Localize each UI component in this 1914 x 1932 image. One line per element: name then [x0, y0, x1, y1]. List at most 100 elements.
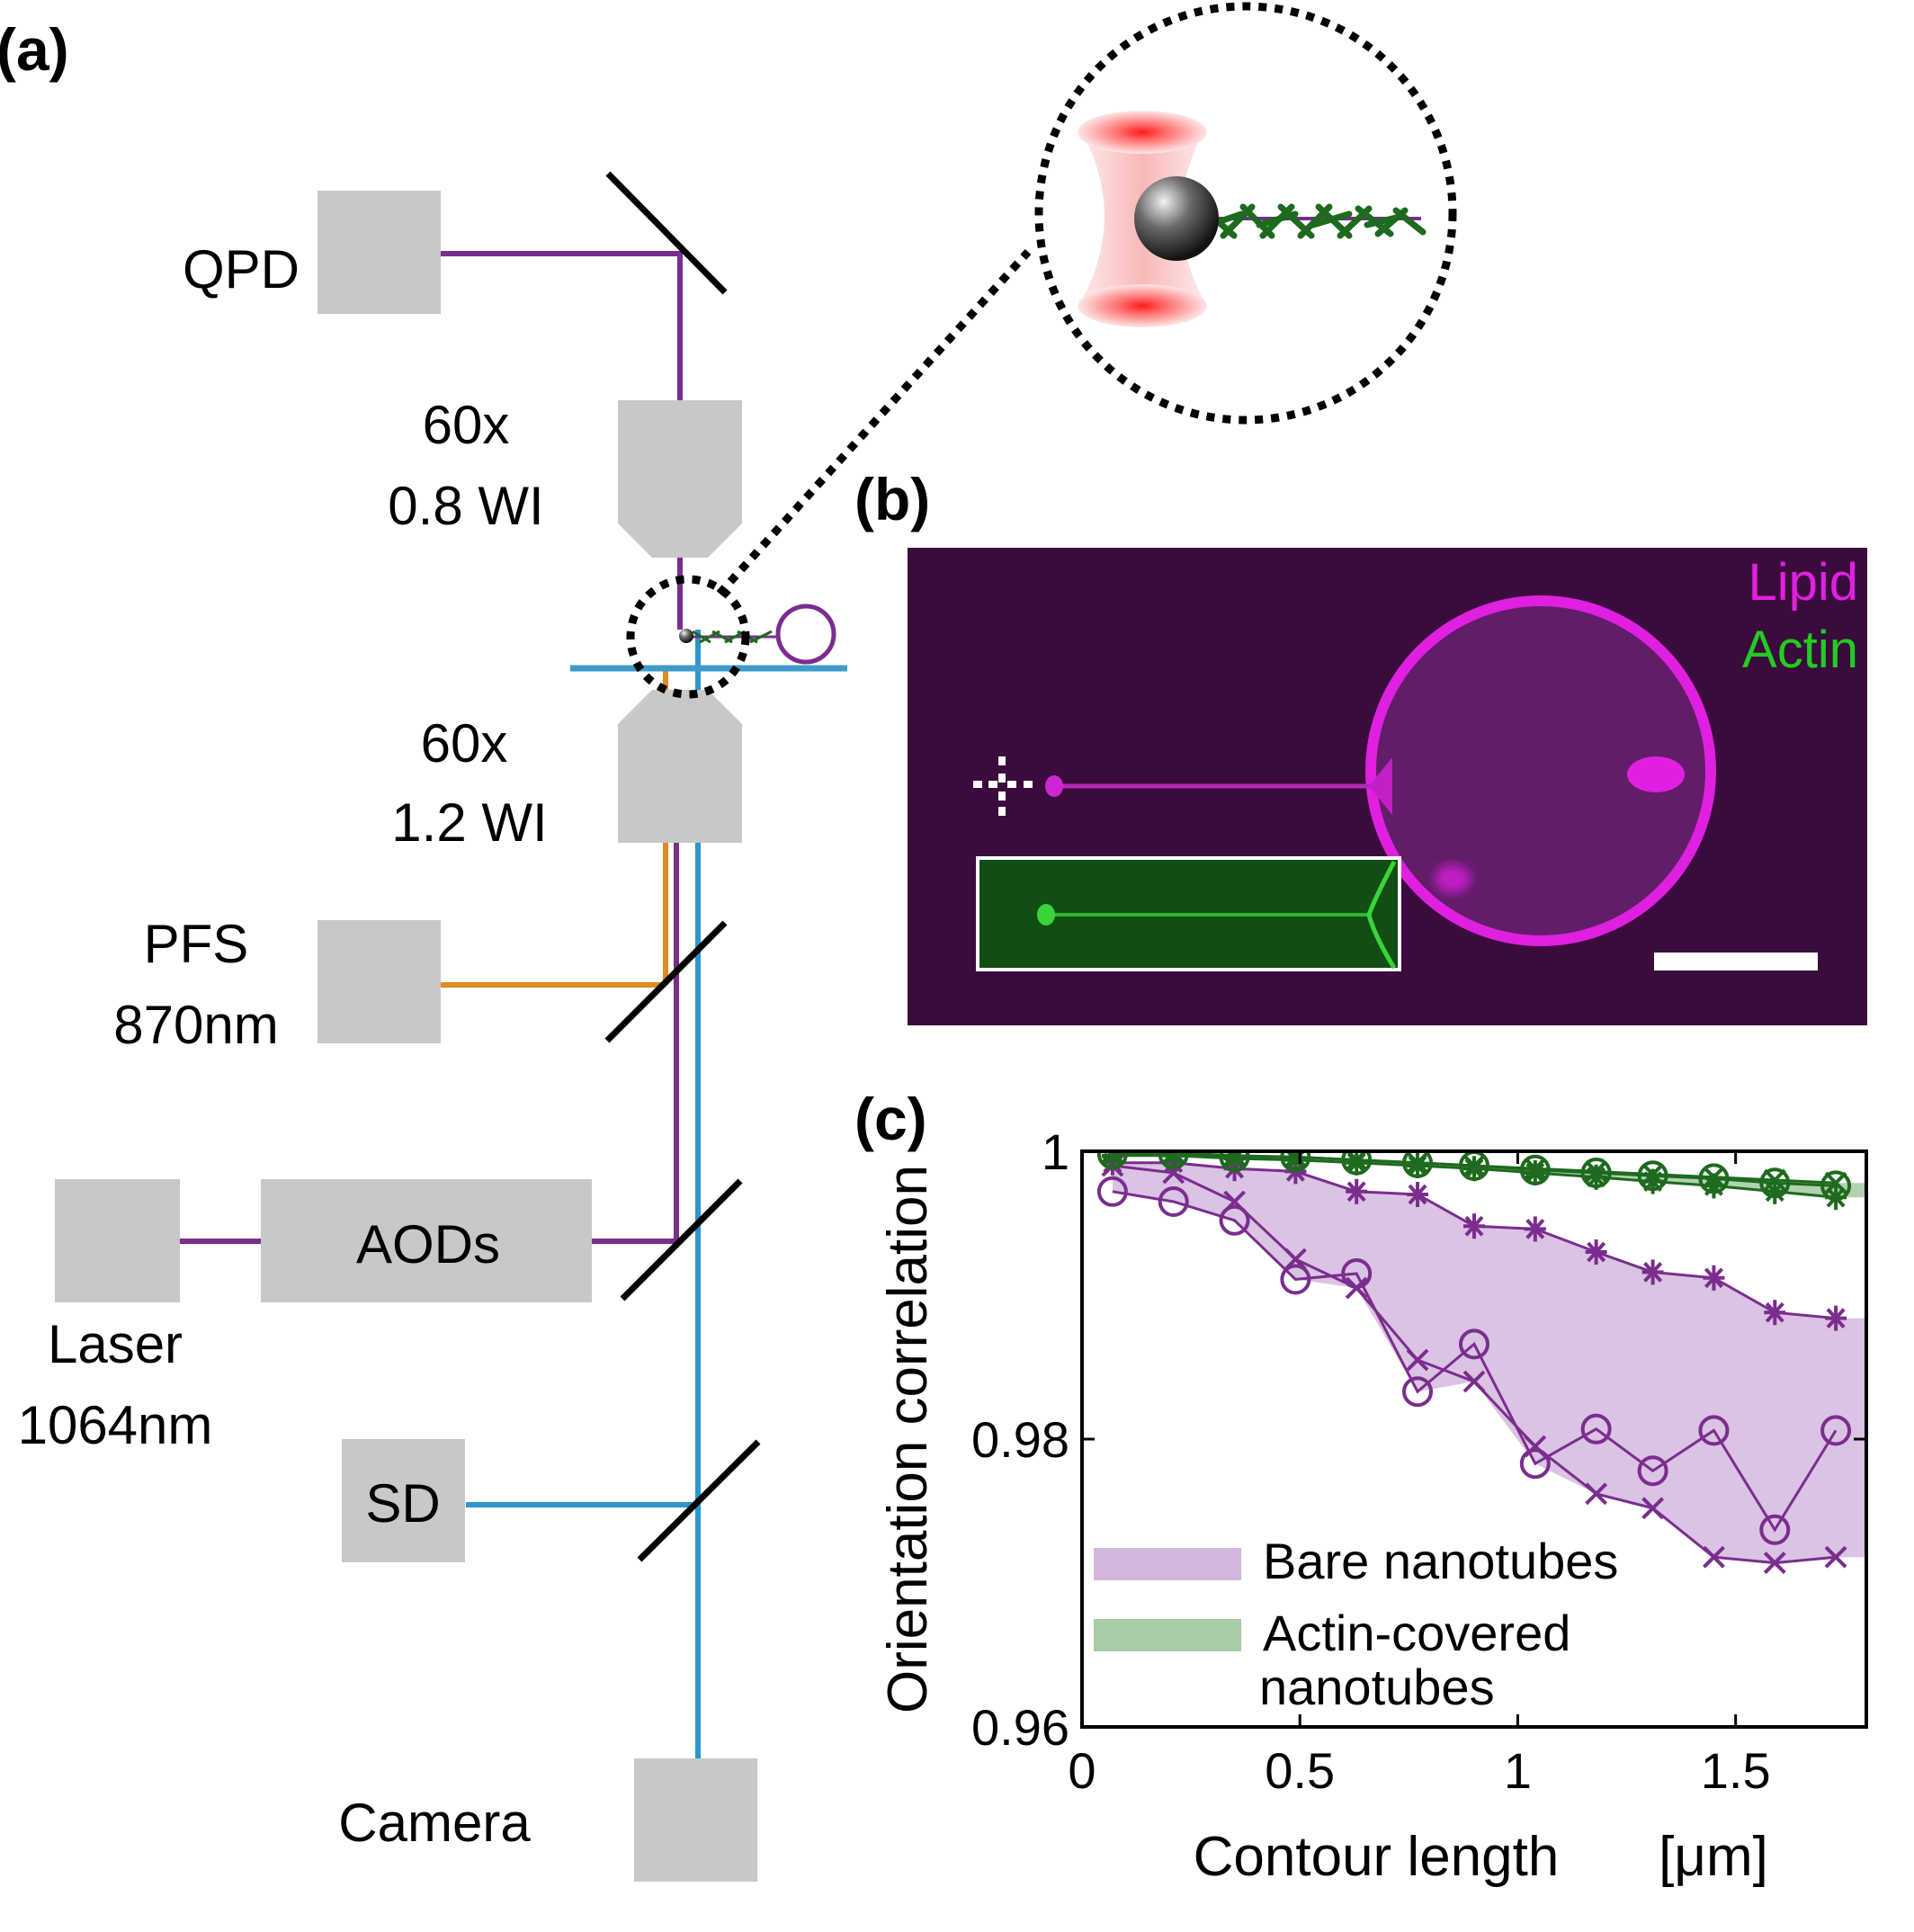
- data-point-0-0: [1096, 1176, 1128, 1207]
- chart-bands: [1112, 1152, 1866, 1563]
- data-point-1-7: [1524, 1435, 1547, 1458]
- dichroic-aods: [620, 1178, 743, 1301]
- data-point-5-10: [1703, 1166, 1725, 1189]
- data-point-5-8: [1585, 1159, 1608, 1183]
- actin-filament-14: [1310, 210, 1353, 228]
- scale-bar: [1654, 953, 1818, 970]
- qpd-box: [318, 191, 441, 314]
- vesicle-interior: [1371, 601, 1711, 941]
- data-point-1-2: [1223, 1190, 1246, 1213]
- panel-label-a: (a): [0, 16, 69, 83]
- data-point-4-12: [1825, 1185, 1847, 1211]
- data-point-2-11: [1764, 1300, 1786, 1326]
- actin-filament-15: [1364, 212, 1407, 228]
- y-tick-label-1: 0.98: [971, 1411, 1069, 1468]
- pfs-wavelength: 870nm: [113, 995, 278, 1055]
- data-point-2-8: [1585, 1239, 1607, 1265]
- lipid-blob-1: [1627, 756, 1685, 792]
- instrument-boxes: [55, 191, 757, 1882]
- data-point-0-7: [1519, 1448, 1551, 1480]
- actin-filament-13: [1256, 210, 1299, 228]
- objective-bottom-na: 1.2 WI: [391, 792, 547, 853]
- dichroic-sd: [637, 1439, 761, 1562]
- data-point-5-6: [1462, 1154, 1486, 1177]
- legend-label-actin: Actin-covered: [1263, 1605, 1570, 1661]
- data-point-1-11: [1763, 1552, 1786, 1575]
- data-point-0-11: [1759, 1514, 1791, 1545]
- laser-box: [55, 1179, 180, 1302]
- qpd-label: QPD: [183, 239, 300, 300]
- actin-inset: [976, 856, 1401, 971]
- data-point-1-5: [1406, 1348, 1429, 1372]
- data-point-0-12: [1820, 1415, 1852, 1446]
- data-point-5-3: [1283, 1151, 1307, 1168]
- x-tick-label-2: 1: [1504, 1742, 1532, 1799]
- legend-swatch-bare: [1094, 1548, 1241, 1580]
- vesicle-outline: [775, 604, 836, 665]
- data-point-1-4: [1345, 1276, 1368, 1300]
- data-point-1-9: [1641, 1497, 1665, 1520]
- setup-labels: QPD 60x 0.8 WI 60x 1.2 WI PFS 870nm AODs…: [18, 239, 548, 1853]
- data-point-5-5: [1406, 1151, 1429, 1175]
- laser-focus-bottom: [1078, 284, 1207, 327]
- data-point-0-8: [1580, 1413, 1612, 1445]
- pfs-label: PFS: [144, 914, 249, 974]
- data-point-2-5: [1407, 1182, 1429, 1207]
- nanotube-tip: [1045, 775, 1063, 797]
- data-point-0-5: [1402, 1376, 1434, 1408]
- laser-wavelength: 1064nm: [18, 1395, 213, 1455]
- camera-label: Camera: [338, 1793, 531, 1853]
- purple-beam-qpd: [435, 251, 683, 400]
- objective-bottom-mag: 60x: [421, 713, 508, 774]
- data-point-0-3: [1280, 1264, 1311, 1295]
- objective-top-mag: 60x: [423, 395, 510, 455]
- sd-label: SD: [365, 1473, 440, 1534]
- x-axis-unit: [μm]: [1659, 1826, 1768, 1888]
- trap-position-marker: [973, 756, 1033, 816]
- y-tick-label-2: 1: [1042, 1123, 1069, 1180]
- data-point-1-10: [1703, 1545, 1725, 1569]
- pfs-box: [318, 920, 441, 1043]
- series-line-0: [1112, 1190, 1838, 1533]
- sample-bead: [679, 629, 693, 643]
- data-point-2-4: [1346, 1178, 1368, 1204]
- x-tick-label-1: 0.5: [1265, 1742, 1335, 1799]
- data-point-4-11: [1764, 1178, 1786, 1204]
- data-point-4-1: [1162, 1151, 1185, 1168]
- data-point-1-8: [1585, 1482, 1608, 1506]
- data-point-5-12: [1824, 1171, 1847, 1194]
- zoom-actin-filaments: [1184, 203, 1427, 239]
- data-point-1-12: [1824, 1545, 1847, 1569]
- actin-inset-vesicle-edge: [1366, 860, 1397, 970]
- band-0: [1112, 1162, 1866, 1563]
- data-point-2-6: [1463, 1213, 1485, 1239]
- aods-label: AODs: [356, 1214, 500, 1275]
- legend: Bare nanotubes Actin-covered nanotubes: [1094, 1533, 1618, 1715]
- data-point-4-7: [1524, 1160, 1546, 1185]
- objective-bottom: [618, 690, 742, 843]
- panel-label-b: (b): [854, 466, 930, 532]
- data-point-5-7: [1524, 1157, 1547, 1180]
- y-tick-label-0: 0.96: [971, 1699, 1069, 1756]
- y-axis-label: Orientation correlation: [877, 1165, 939, 1713]
- laser-focus-top: [1078, 111, 1207, 154]
- legend-label-actin-2: nanotubes: [1259, 1659, 1495, 1715]
- vesicle-membrane: [1365, 595, 1716, 946]
- mirror-top: [605, 171, 728, 295]
- nanotube-base: [1369, 757, 1392, 815]
- zoom-content: [1078, 111, 1427, 327]
- data-point-5-11: [1763, 1168, 1786, 1192]
- data-point-0-6: [1459, 1328, 1489, 1360]
- chart-series: [1096, 1151, 1852, 1575]
- data-point-0-1: [1158, 1186, 1189, 1217]
- data-point-0-2: [1219, 1204, 1250, 1236]
- x-tick-label-0: 0: [1068, 1742, 1096, 1799]
- aods-box: [261, 1179, 592, 1302]
- objective-top: [618, 400, 742, 558]
- objective-top-na: 0.8 WI: [388, 476, 543, 536]
- data-point-0-9: [1637, 1455, 1668, 1487]
- data-point-2-12: [1825, 1305, 1847, 1331]
- sample: [679, 604, 836, 665]
- dichroic-pfs: [604, 920, 728, 1043]
